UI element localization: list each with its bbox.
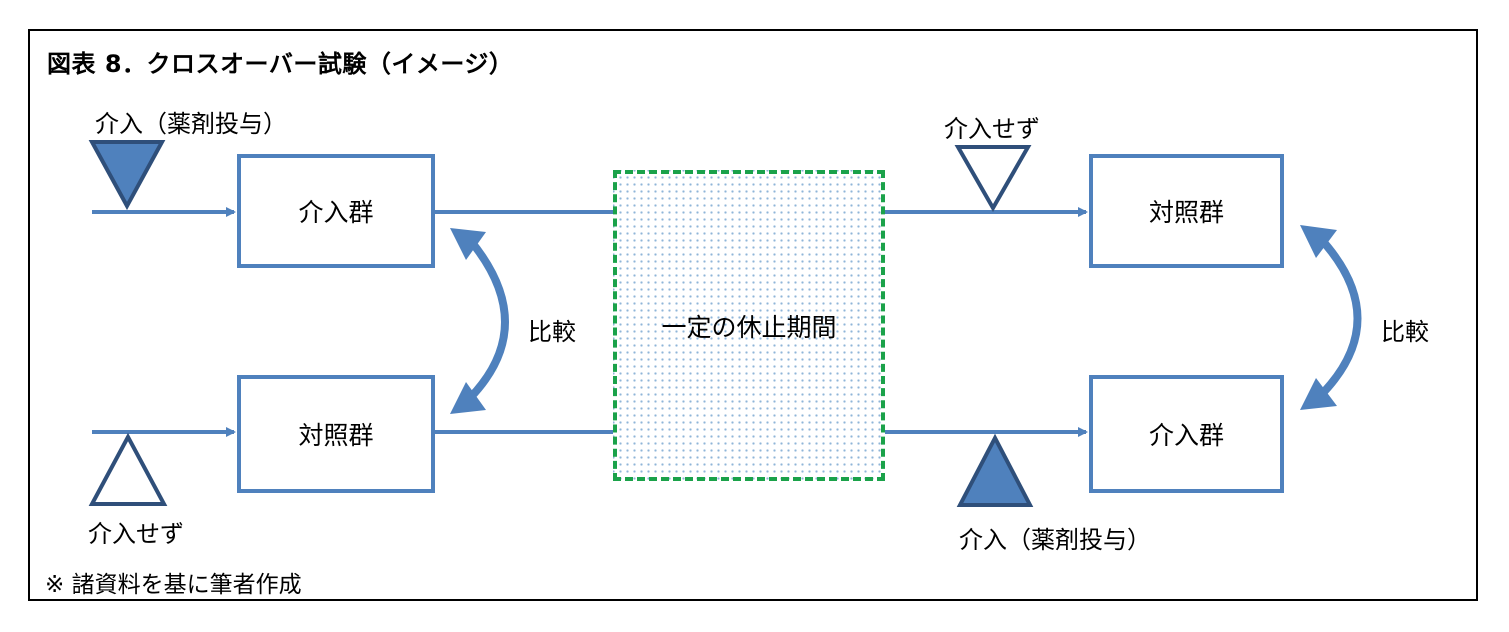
intervention-group-box: 介入群 xyxy=(1089,375,1284,493)
compare-double-arrow-left xyxy=(450,228,509,414)
group-label: 対照群 xyxy=(1148,198,1224,227)
no-intervention-marker-outline xyxy=(88,432,168,506)
figure-frame xyxy=(28,29,1478,601)
no-intervention-label-bottom-left: 介入せず xyxy=(88,520,184,548)
rest-period-label: 一定の休止期間 xyxy=(661,312,837,342)
compare-double-arrow-right xyxy=(1300,225,1362,410)
intervention-label-top-left: 介入（薬剤投与） xyxy=(95,110,287,138)
rest-period-box: 一定の休止期間 xyxy=(613,170,885,481)
intervention-marker-filled xyxy=(956,433,1034,507)
compare-label-left: 比較 xyxy=(528,318,576,346)
no-intervention-label-top-right: 介入せず xyxy=(944,115,1040,143)
figure-title: 図表 8．クロスオーバー試験（イメージ） xyxy=(47,50,514,78)
no-intervention-marker-outline xyxy=(954,145,1032,213)
control-group-box: 対照群 xyxy=(1089,154,1284,268)
group-label: 対照群 xyxy=(298,421,374,450)
compare-label-right: 比較 xyxy=(1381,318,1429,346)
control-group-box: 対照群 xyxy=(237,375,435,493)
source-note: ※ 諸資料を基に筆者作成 xyxy=(45,572,302,598)
intervention-marker-filled xyxy=(88,140,166,211)
intervention-group-box: 介入群 xyxy=(237,154,435,268)
group-label: 介入群 xyxy=(298,198,374,227)
intervention-label-bottom-right: 介入（薬剤投与） xyxy=(959,526,1151,554)
group-label: 介入群 xyxy=(1148,421,1224,450)
